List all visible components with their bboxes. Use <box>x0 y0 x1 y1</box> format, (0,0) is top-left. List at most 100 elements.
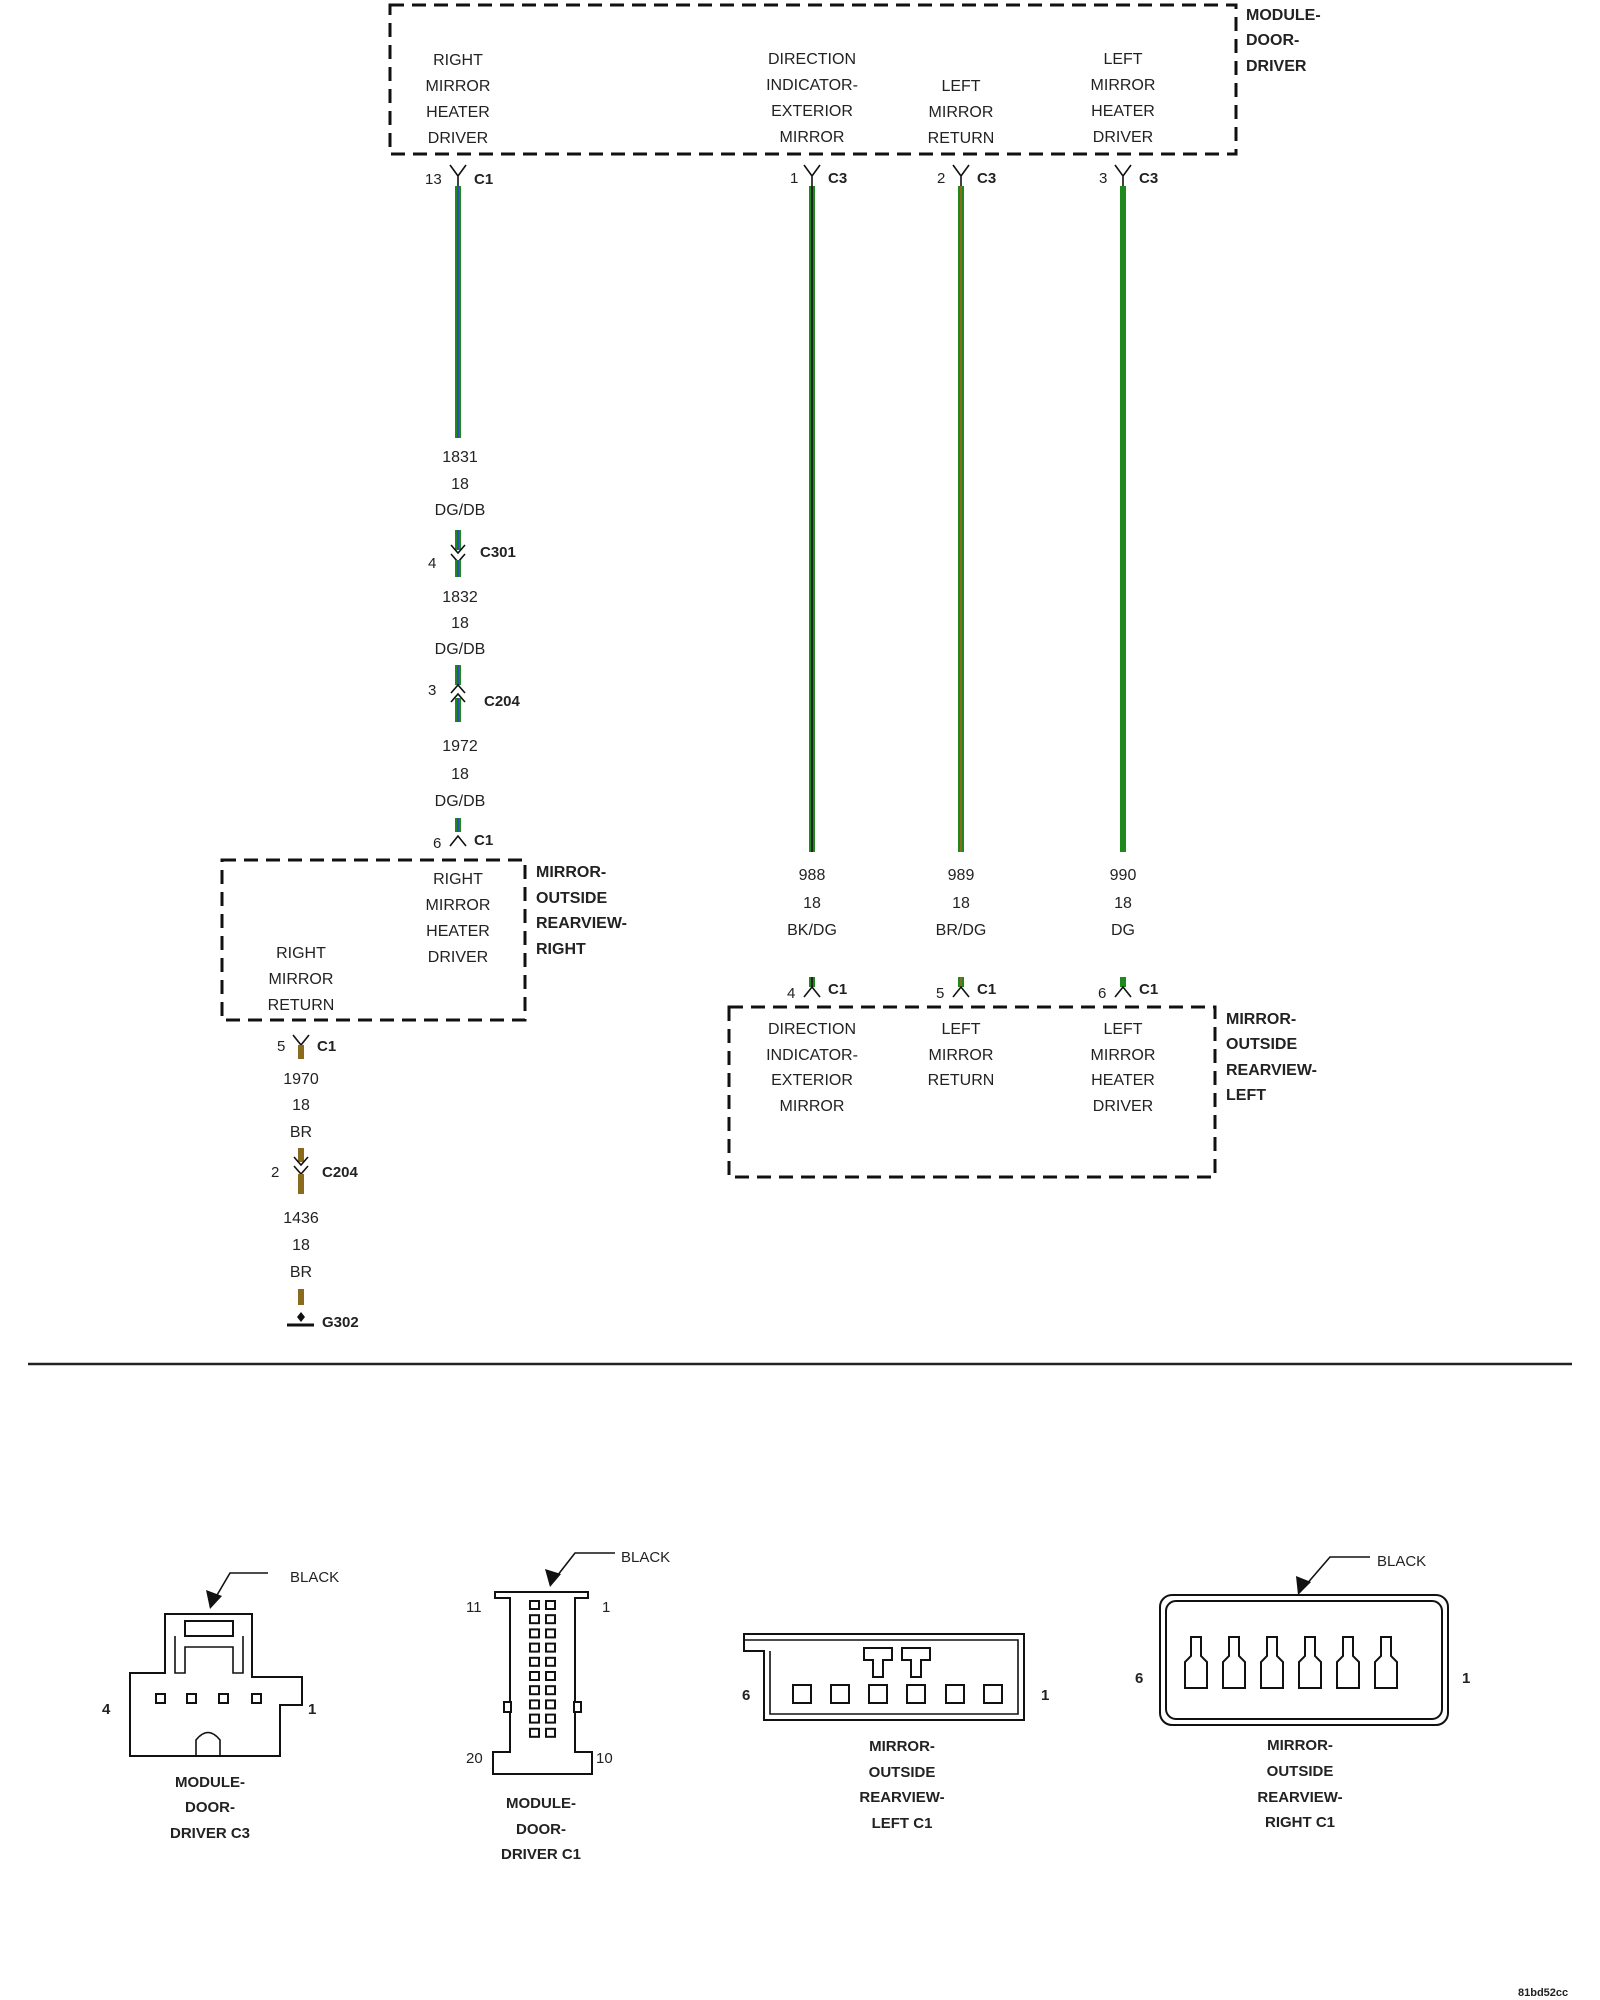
svg-text:1831: 1831 <box>442 449 478 466</box>
svg-text:DIRECTION: DIRECTION <box>768 1021 856 1038</box>
connector-cavity <box>545 1699 556 1710</box>
svg-text:LEFT C1: LEFT C1 <box>872 1815 933 1832</box>
pin-mr-6-c1: 6 C1 <box>433 818 493 852</box>
wire-990 <box>1120 186 1126 852</box>
svg-text:BLACK: BLACK <box>290 1569 339 1586</box>
svg-text:DRIVER: DRIVER <box>428 130 488 147</box>
connector-cavity <box>545 1671 556 1681</box>
svg-text:MIRROR: MIRROR <box>426 897 491 914</box>
svg-text:EXTERIOR: EXTERIOR <box>771 1072 853 1089</box>
svg-text:RIGHT C1: RIGHT C1 <box>1265 1814 1335 1831</box>
svg-text:RIGHT: RIGHT <box>276 945 326 962</box>
connector-cavity <box>529 1671 540 1681</box>
svg-text:DRIVER C3: DRIVER C3 <box>170 1825 250 1842</box>
svg-text:DRIVER: DRIVER <box>1246 58 1307 75</box>
svg-text:5: 5 <box>277 1038 285 1055</box>
svg-text:HEATER: HEATER <box>1091 103 1155 120</box>
svg-text:1972: 1972 <box>442 738 478 755</box>
wire-1972-label: 1972 18 DG/DB <box>435 738 486 810</box>
svg-text:INDICATOR-: INDICATOR- <box>766 1047 858 1064</box>
diagram-code: 81bd52cc <box>1518 1987 1568 1999</box>
svg-text:C1: C1 <box>474 832 493 849</box>
svg-text:OUTSIDE: OUTSIDE <box>536 890 607 907</box>
svg-text:LEFT: LEFT <box>1103 51 1142 68</box>
svg-text:1436: 1436 <box>283 1210 319 1227</box>
mirror-left-box <box>727 1005 1217 1179</box>
svg-text:OUTSIDE: OUTSIDE <box>869 1764 936 1781</box>
mirror-right-box <box>220 858 527 1022</box>
svg-text:MIRROR-: MIRROR- <box>536 864 606 881</box>
svg-text:MIRROR-: MIRROR- <box>869 1738 935 1755</box>
svg-text:3: 3 <box>428 682 436 699</box>
svg-text:13: 13 <box>425 171 442 188</box>
svg-text:18: 18 <box>292 1237 310 1254</box>
svg-text:EXTERIOR: EXTERIOR <box>771 103 853 120</box>
svg-text:RIGHT: RIGHT <box>536 941 586 958</box>
svg-text:MIRROR: MIRROR <box>929 1047 994 1064</box>
connector-cavity <box>545 1685 556 1696</box>
svg-text:DG: DG <box>1111 922 1135 939</box>
svg-text:LEFT: LEFT <box>1226 1087 1266 1104</box>
mdd-left-heater-driver-label: LEFT MIRROR HEATER DRIVER <box>1091 51 1156 146</box>
mdd-right-heater-driver-label: RIGHT MIRROR HEATER DRIVER <box>426 52 491 147</box>
connector-cavity <box>529 1614 540 1625</box>
svg-text:C3: C3 <box>1139 170 1158 187</box>
connector-view-mdd-c3: BLACK 4 1 MODULE- DOOR- DRIVER C3 <box>102 1569 339 1842</box>
svg-text:18: 18 <box>1114 895 1132 912</box>
svg-text:990: 990 <box>1110 867 1137 884</box>
svg-text:C204: C204 <box>322 1164 359 1181</box>
connector-c204-a: 3 C204 <box>428 665 521 722</box>
svg-text:C301: C301 <box>480 544 516 561</box>
svg-text:C1: C1 <box>317 1038 336 1055</box>
svg-text:C204: C204 <box>484 693 521 710</box>
svg-text:BR/DG: BR/DG <box>936 922 987 939</box>
wire-989 <box>958 186 964 852</box>
svg-text:MODULE-: MODULE- <box>506 1795 576 1812</box>
svg-text:LEFT: LEFT <box>941 78 980 95</box>
svg-text:REARVIEW-: REARVIEW- <box>536 915 627 932</box>
svg-text:C3: C3 <box>977 170 996 187</box>
svg-text:G302: G302 <box>322 1314 359 1331</box>
svg-text:HEATER: HEATER <box>1091 1072 1155 1089</box>
wire-988-label: 988 18 BK/DG <box>787 867 837 939</box>
svg-text:6: 6 <box>433 835 441 852</box>
connector-cavity <box>545 1713 556 1724</box>
svg-text:LEFT: LEFT <box>941 1021 980 1038</box>
mirror-left-return-label: LEFT MIRROR RETURN <box>928 1021 995 1089</box>
mirror-left-title: MIRROR- OUTSIDE REARVIEW- LEFT <box>1226 1011 1317 1104</box>
svg-text:INDICATOR-: INDICATOR- <box>766 77 858 94</box>
svg-text:18: 18 <box>451 476 469 493</box>
pin-mdd-1-c3: 1 C3 <box>790 164 847 187</box>
wire-989-label: 989 18 BR/DG <box>936 867 987 939</box>
connector-terminal <box>1374 1636 1398 1689</box>
svg-text:BK/DG: BK/DG <box>787 922 837 939</box>
module-door-driver-title: MODULE- DOOR- DRIVER <box>1246 7 1321 75</box>
svg-text:4: 4 <box>428 555 436 572</box>
svg-text:2: 2 <box>271 1164 279 1181</box>
svg-text:MIRROR-: MIRROR- <box>1226 1011 1296 1028</box>
pin-mdd-13-c1: 13 C1 <box>425 164 493 188</box>
connector-view-mdd-c1: BLACK 11 1 20 10 MODULE- DOOR- DRIVER C1 <box>466 1549 670 1863</box>
svg-text:MIRROR-: MIRROR- <box>1267 1737 1333 1754</box>
svg-text:MODULE-: MODULE- <box>175 1774 245 1791</box>
svg-text:MIRROR: MIRROR <box>269 971 334 988</box>
svg-text:4: 4 <box>102 1701 111 1718</box>
svg-text:C1: C1 <box>474 171 493 188</box>
svg-text:20: 20 <box>466 1750 483 1767</box>
svg-text:4: 4 <box>787 985 795 1002</box>
svg-text:BLACK: BLACK <box>621 1549 670 1566</box>
connector-c1-cavities <box>529 1600 556 1738</box>
svg-text:C1: C1 <box>977 981 996 998</box>
svg-text:18: 18 <box>803 895 821 912</box>
svg-text:988: 988 <box>799 867 826 884</box>
connector-cavity <box>529 1628 540 1639</box>
svg-text:DG/DB: DG/DB <box>435 502 486 519</box>
connector-cavity <box>545 1727 556 1738</box>
connector-cavity <box>529 1642 540 1653</box>
mirror-right-return-label: RIGHT MIRROR RETURN <box>268 945 335 1014</box>
connector-terminal <box>1298 1636 1322 1689</box>
svg-text:MIRROR: MIRROR <box>1091 1047 1156 1064</box>
pin-mdd-3-c3: 3 C3 <box>1099 164 1158 187</box>
svg-text:RETURN: RETURN <box>928 1072 995 1089</box>
connector-terminal <box>1260 1636 1284 1689</box>
